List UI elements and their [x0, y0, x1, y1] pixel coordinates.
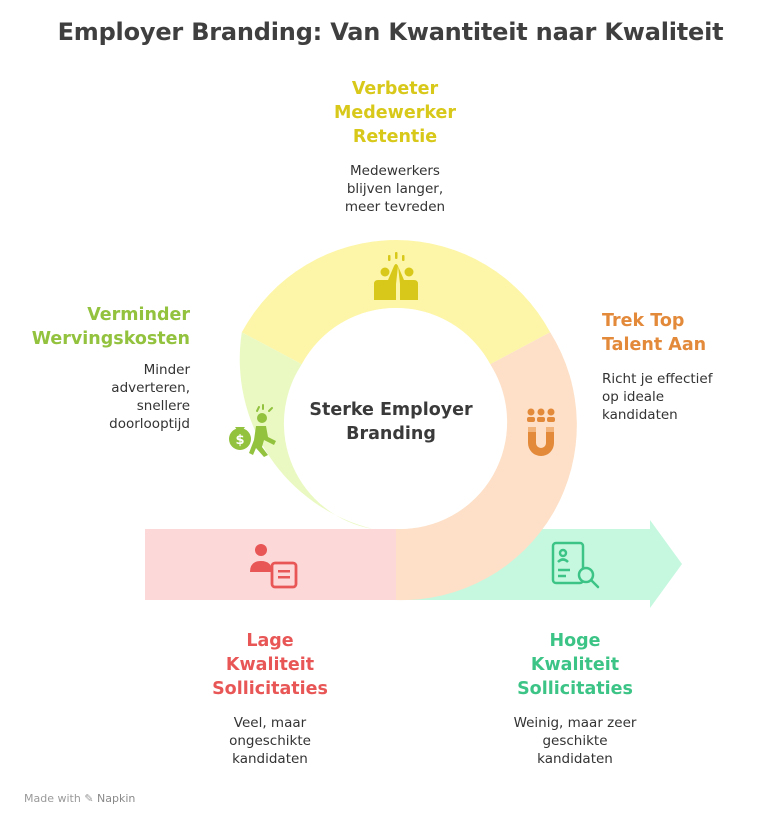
- high-quality-label: Hoge Kwaliteit Sollicitaties: [517, 631, 633, 699]
- costs-label: Verminder Wervingskosten: [31, 305, 190, 349]
- retention-label: Verbeter Medewerker Retentie: [333, 79, 456, 147]
- applicant-document-icon: [250, 544, 298, 589]
- resume-search-icon: [551, 541, 600, 589]
- retention-description: Medewerkers blijven langer, meer tevrede…: [344, 163, 446, 215]
- talent-description: Richt je effectief op ideale kandidaten: [602, 371, 713, 423]
- retention-segment: [241, 240, 551, 365]
- magnet-people-icon: [527, 408, 555, 456]
- svg-text:$: $: [235, 433, 244, 448]
- low-quality-description: Veel, maar ongeschikte kandidaten: [229, 715, 311, 767]
- high-quality-description: Weinig, maar zeer geschikte kandidaten: [513, 715, 637, 767]
- made-with-text: Made with: [24, 792, 81, 805]
- center-title: Sterke Employer Branding: [309, 400, 473, 444]
- low-quality-label: Lage Kwaliteit Sollicitaties: [212, 631, 328, 699]
- costs-segment: [239, 332, 373, 529]
- talent-label: Trek Top Talent Aan: [602, 311, 707, 355]
- napkin-brand: Napkin: [97, 792, 136, 805]
- talent-segment: [396, 332, 577, 601]
- money-bag-runner-icon: $: [229, 404, 276, 457]
- high-five-icon: [374, 252, 418, 300]
- page-title: Employer Branding: Van Kwantiteit naar K…: [57, 18, 724, 46]
- costs-description: Minder adverteren, snellere doorlooptijd: [109, 362, 190, 432]
- napkin-logo-icon: ✎: [84, 792, 94, 805]
- footer-attribution[interactable]: Made with ✎ Napkin: [24, 792, 135, 805]
